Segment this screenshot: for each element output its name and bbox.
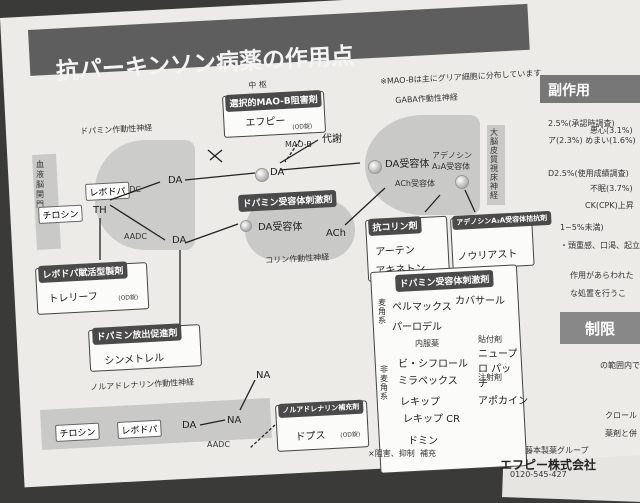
right-line-4: D2.5%(使用成績調査) <box>548 169 629 178</box>
arrow-ach <box>344 187 386 226</box>
oral-drug-5: ドミン <box>408 436 438 447</box>
oral-drug-3: レキップ <box>400 397 440 408</box>
company-name: エフピー株式会社 <box>500 458 597 472</box>
right-heading-bar <box>540 75 640 103</box>
da-receptor-gaba: DA受容体 <box>385 159 430 170</box>
ergot-drug-1: ペルマックス <box>392 302 452 313</box>
na-label-2: NA <box>256 370 271 381</box>
arrow-da-release <box>184 172 256 181</box>
ergot-drug-2: カバサール <box>455 296 505 307</box>
arrow-da-na <box>199 419 226 426</box>
ach-dot <box>455 175 469 189</box>
da-receptor-dot <box>240 220 252 232</box>
arrow-dops <box>249 424 276 449</box>
injection-label: 注射剤 <box>478 373 502 382</box>
x-mark-1b <box>207 149 223 163</box>
arrow-levodopa-da <box>109 181 161 201</box>
right-line-12: クロール <box>605 411 637 420</box>
arrow-na-release <box>239 379 256 411</box>
striatum-output: 大脳皮質視床神経 <box>490 128 498 200</box>
patch-drug: ニュープロ パッチ <box>478 349 518 390</box>
aadc-label-2: AADC <box>124 232 147 241</box>
arrow-da-cholinergic <box>184 223 239 244</box>
ergot-drug-3: パーロデル <box>392 322 442 333</box>
na-label-1: NA <box>227 415 242 426</box>
arrow-levodopa-da2 <box>109 204 166 241</box>
right-line-13: 薬剤と併 <box>605 429 637 438</box>
right-heading-2: 制限 <box>585 320 616 338</box>
ach-label: ACh <box>326 228 346 239</box>
output-bar <box>487 125 505 205</box>
ergot-label: 麦角系 <box>378 298 386 325</box>
oral-drug-2: ミラペックス <box>398 376 458 387</box>
inhibit-mao <box>284 139 301 163</box>
oral-drug-1: ビ・シフロール <box>398 359 468 370</box>
nonergot-label: 非麦角系 <box>380 365 388 401</box>
x-mark-1 <box>209 149 223 161</box>
da-label-1: DA <box>168 175 183 186</box>
right-line-9: 作用があらわれた <box>570 271 634 280</box>
gaba-da-dot <box>368 160 382 174</box>
arrow-da-receptor <box>279 162 361 171</box>
right-line-5: 不眠(3.7%) <box>590 184 633 193</box>
pathway-arrows <box>99 139 476 449</box>
aadc-label-1: AADC <box>118 185 141 194</box>
right-heading-1: 副作用 <box>548 83 590 99</box>
right-line-8: ・頭重感、口渇、起立性 <box>560 241 640 250</box>
da-receptor-cholinergic: DA受容体 <box>258 222 303 233</box>
injection-drug: アポカイン <box>478 396 528 407</box>
arrow-metabolism <box>279 139 319 164</box>
right-line-7: 1~5%未満) <box>560 223 604 232</box>
na-aadc: AADC <box>207 440 230 449</box>
bbb-label: 血液脳関門 <box>36 160 44 209</box>
oral-drug-4: レキップ CR <box>403 414 461 425</box>
da-label-2: DA <box>172 235 187 246</box>
legend-block: ×阻害、抑制 <box>368 449 415 458</box>
gaba-neuron-body <box>365 115 480 215</box>
arrow-anticholinergic <box>424 194 441 213</box>
right-line-10: な処置を行うこ <box>570 289 626 298</box>
right-heading-bar-2 <box>560 312 640 344</box>
da-label-3: DA <box>270 167 285 178</box>
metabolism-label: 代謝 <box>322 134 342 145</box>
patch-label: 貼付剤 <box>478 335 502 344</box>
oral-label: 内服薬 <box>415 339 439 348</box>
adenosine-receptor-label: アデノシンA₂A受容体 <box>432 151 472 171</box>
right-line-1: 2.5%(承認時調査) <box>548 119 615 128</box>
th-label: TH <box>93 205 107 216</box>
na-da: DA <box>182 420 197 431</box>
right-line-2: ア(2.3%) めまい(1.6%) <box>548 136 636 145</box>
da-molecule <box>255 168 269 182</box>
mao-b-label: MAO-B <box>285 140 312 149</box>
company-group: 藤本製薬グループ <box>525 446 589 455</box>
right-line-11: の範囲内で <box>600 361 640 370</box>
right-line-6: CK(CPK)上昇 <box>585 201 634 210</box>
company-phone: 0120-545-427 <box>510 470 567 479</box>
ach-receptor-label: ACh受容体 <box>395 179 435 188</box>
right-line-3: 悪心(3.1%) <box>590 126 633 135</box>
arrow-a2a <box>464 189 476 213</box>
legend-supply: 補充 <box>420 449 436 458</box>
